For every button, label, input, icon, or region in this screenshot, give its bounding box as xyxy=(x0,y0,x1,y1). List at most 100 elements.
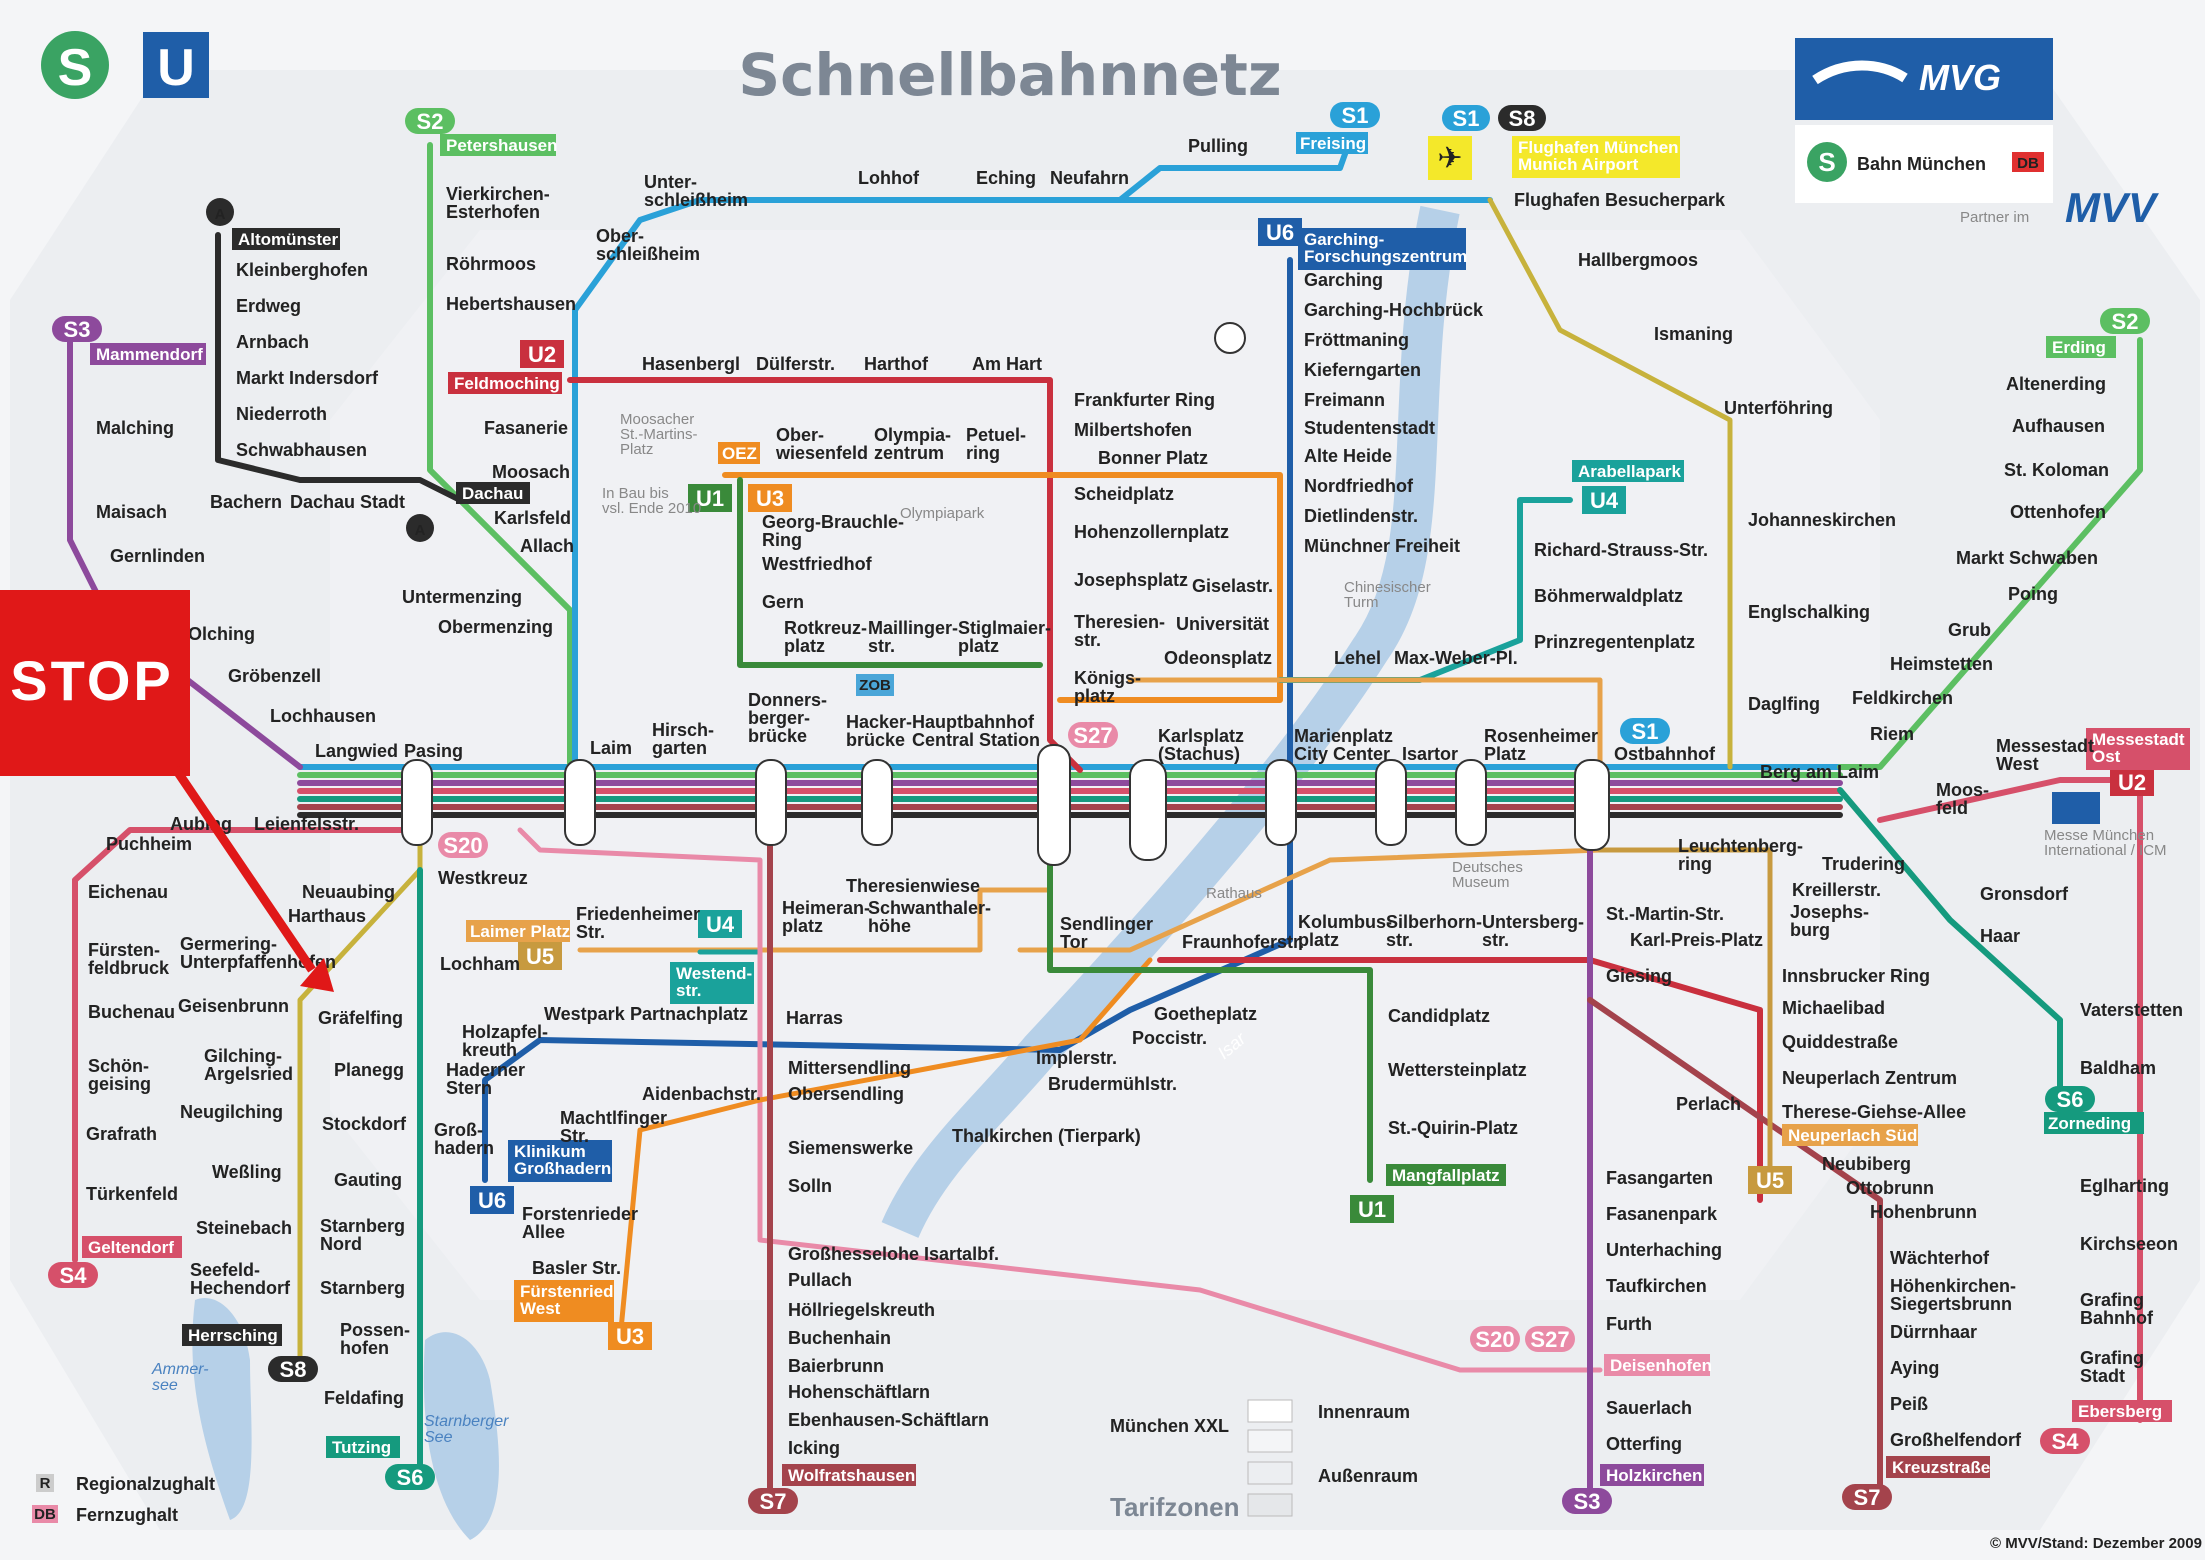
logo-sbahn-muenchen: S Bahn München DB xyxy=(1795,125,2053,203)
stop-arrow xyxy=(171,765,334,992)
svg-text:Neuperlach Süd: Neuperlach Süd xyxy=(1788,1126,1917,1145)
svg-text:Tarifzonen: Tarifzonen xyxy=(1110,1492,1240,1522)
station-label: Langwied xyxy=(315,741,398,761)
badge-u6-top: U6 xyxy=(1258,218,1302,246)
station-label: Westpark xyxy=(544,1004,626,1024)
station-label: Germering-Unterpfaffenhofen xyxy=(180,934,336,972)
station-label: Obermenzing xyxy=(438,617,553,637)
station-label: Freimann xyxy=(1304,390,1385,410)
station-label: Poccistr. xyxy=(1132,1028,1207,1048)
svg-text:MVG: MVG xyxy=(1919,57,2001,98)
terminal-zorneding: Zorneding xyxy=(2044,1112,2144,1134)
station-label: Partnachplatz xyxy=(630,1004,748,1024)
station-label: St.-Martin-Str. xyxy=(1606,904,1724,924)
station-label: Fröttmaning xyxy=(1304,330,1409,350)
badge-u5-west: U5 xyxy=(518,942,562,970)
station-label: Dachau Stadt xyxy=(290,492,405,512)
badge-s27-mid: S27 xyxy=(1068,722,1118,748)
station-label: Berg am Laim xyxy=(1760,762,1879,782)
svg-text:A: A xyxy=(215,206,226,223)
terminal-mammendorf: Mammendorf xyxy=(90,343,206,365)
station-label: Baldham xyxy=(2080,1058,2156,1078)
badge-a-bottom: A xyxy=(406,514,434,542)
station-label: Neugilching xyxy=(180,1102,283,1122)
station-label: Vierkirchen-Esterhofen xyxy=(446,184,550,222)
station-label: Starnberg xyxy=(320,1278,405,1298)
station-label: Großhelfendorf xyxy=(1890,1430,2022,1450)
terminal-ebersberg: Ebersberg xyxy=(2072,1400,2172,1422)
station-label: Gauting xyxy=(334,1170,402,1190)
station-label: Milbertshofen xyxy=(1074,420,1192,440)
station-label: Markt Schwaben xyxy=(1956,548,2098,568)
station-label: Hasenbergl xyxy=(642,354,740,374)
station-label: Wettersteinplatz xyxy=(1388,1060,1527,1080)
svg-text:Deisenhofen: Deisenhofen xyxy=(1610,1356,1712,1375)
station-label: Scheidplatz xyxy=(1074,484,1174,504)
svg-text:Geltendorf: Geltendorf xyxy=(88,1238,174,1257)
station-label: Otterfing xyxy=(1606,1434,1682,1454)
badge-s7-bottom: S7 xyxy=(748,1488,798,1514)
airport-icon: ✈ xyxy=(1428,136,1472,180)
station-label: Höhenkirchen-Siegertsbrunn xyxy=(1890,1276,2016,1314)
badge-s3-bottom: S3 xyxy=(1562,1488,1612,1514)
station-label: Solln xyxy=(788,1176,832,1196)
station-label: Icking xyxy=(788,1438,840,1458)
station-label: Untermenzing xyxy=(402,587,522,607)
olympiapark-label: Olympiapark xyxy=(900,505,985,522)
station-label: Feldkirchen xyxy=(1852,688,1953,708)
station-label: Rotkreuz-platz xyxy=(784,618,867,656)
badge-u2-right: U2 xyxy=(2110,768,2154,796)
terminal-mangfallplatz: Mangfallplatz xyxy=(1386,1164,1506,1186)
station-label: Großhesselohe Isartalbf. xyxy=(788,1244,999,1264)
station-label: Donners-berger-brücke xyxy=(748,690,827,746)
station-label: Moosach xyxy=(492,462,570,482)
svg-text:Garching-Forschungszentrum: Garching-Forschungszentrum xyxy=(1304,230,1467,266)
station-label: Michaelibad xyxy=(1782,998,1885,1018)
station-label: Fasanerie xyxy=(484,418,568,438)
badge-s8-bottom: S8 xyxy=(268,1356,318,1382)
station-label: Theresien-str. xyxy=(1074,612,1165,650)
svg-text:U5: U5 xyxy=(526,944,554,969)
svg-text:S3: S3 xyxy=(64,317,91,342)
badge-u1-south: U1 xyxy=(1350,1195,1394,1223)
svg-text:U1: U1 xyxy=(1358,1197,1386,1222)
badge-s4-left: S4 xyxy=(48,1262,98,1288)
terminal-deisenhofen: Deisenhofen xyxy=(1604,1354,1712,1376)
station-label: Schwabhausen xyxy=(236,440,367,460)
station-label: Moos-feld xyxy=(1936,780,1989,818)
station-label: Maillinger-str. xyxy=(868,618,958,656)
station-label: Planegg xyxy=(334,1060,404,1080)
station-label: Laim xyxy=(590,738,632,758)
station-label: Neuaubing xyxy=(302,882,395,902)
station-label: Mittersendling xyxy=(788,1058,911,1078)
badge-s4-right: S4 xyxy=(2040,1428,2090,1454)
terminal-garching-fz: Garching-Forschungszentrum xyxy=(1298,228,1467,270)
station-label: Silberhorn-str. xyxy=(1386,912,1482,950)
svg-text:Herrsching: Herrsching xyxy=(188,1326,278,1345)
svg-text:Tutzing: Tutzing xyxy=(332,1438,391,1457)
station-label: St. Koloman xyxy=(2004,460,2109,480)
stop-sign: STOP xyxy=(0,590,190,776)
station-label: Unter-schleißheim xyxy=(644,172,748,210)
station-label: Alte Heide xyxy=(1304,446,1392,466)
svg-text:Arabellapark: Arabellapark xyxy=(1578,462,1682,481)
badge-s1-airport: S1 xyxy=(1442,105,1490,131)
station-label: Obersendling xyxy=(788,1084,904,1104)
station-label: Fasanenpark xyxy=(1606,1204,1718,1224)
terminal-petershausen: Petershausen xyxy=(440,134,558,156)
station-label: Niederroth xyxy=(236,404,327,424)
badge-s20-mid: S20 xyxy=(438,832,488,858)
starnberger-see xyxy=(423,1332,499,1540)
station-label: Untersberg-str. xyxy=(1482,912,1584,950)
station-label: Allach xyxy=(520,536,574,556)
station-label: Kleinberghofen xyxy=(236,260,368,280)
